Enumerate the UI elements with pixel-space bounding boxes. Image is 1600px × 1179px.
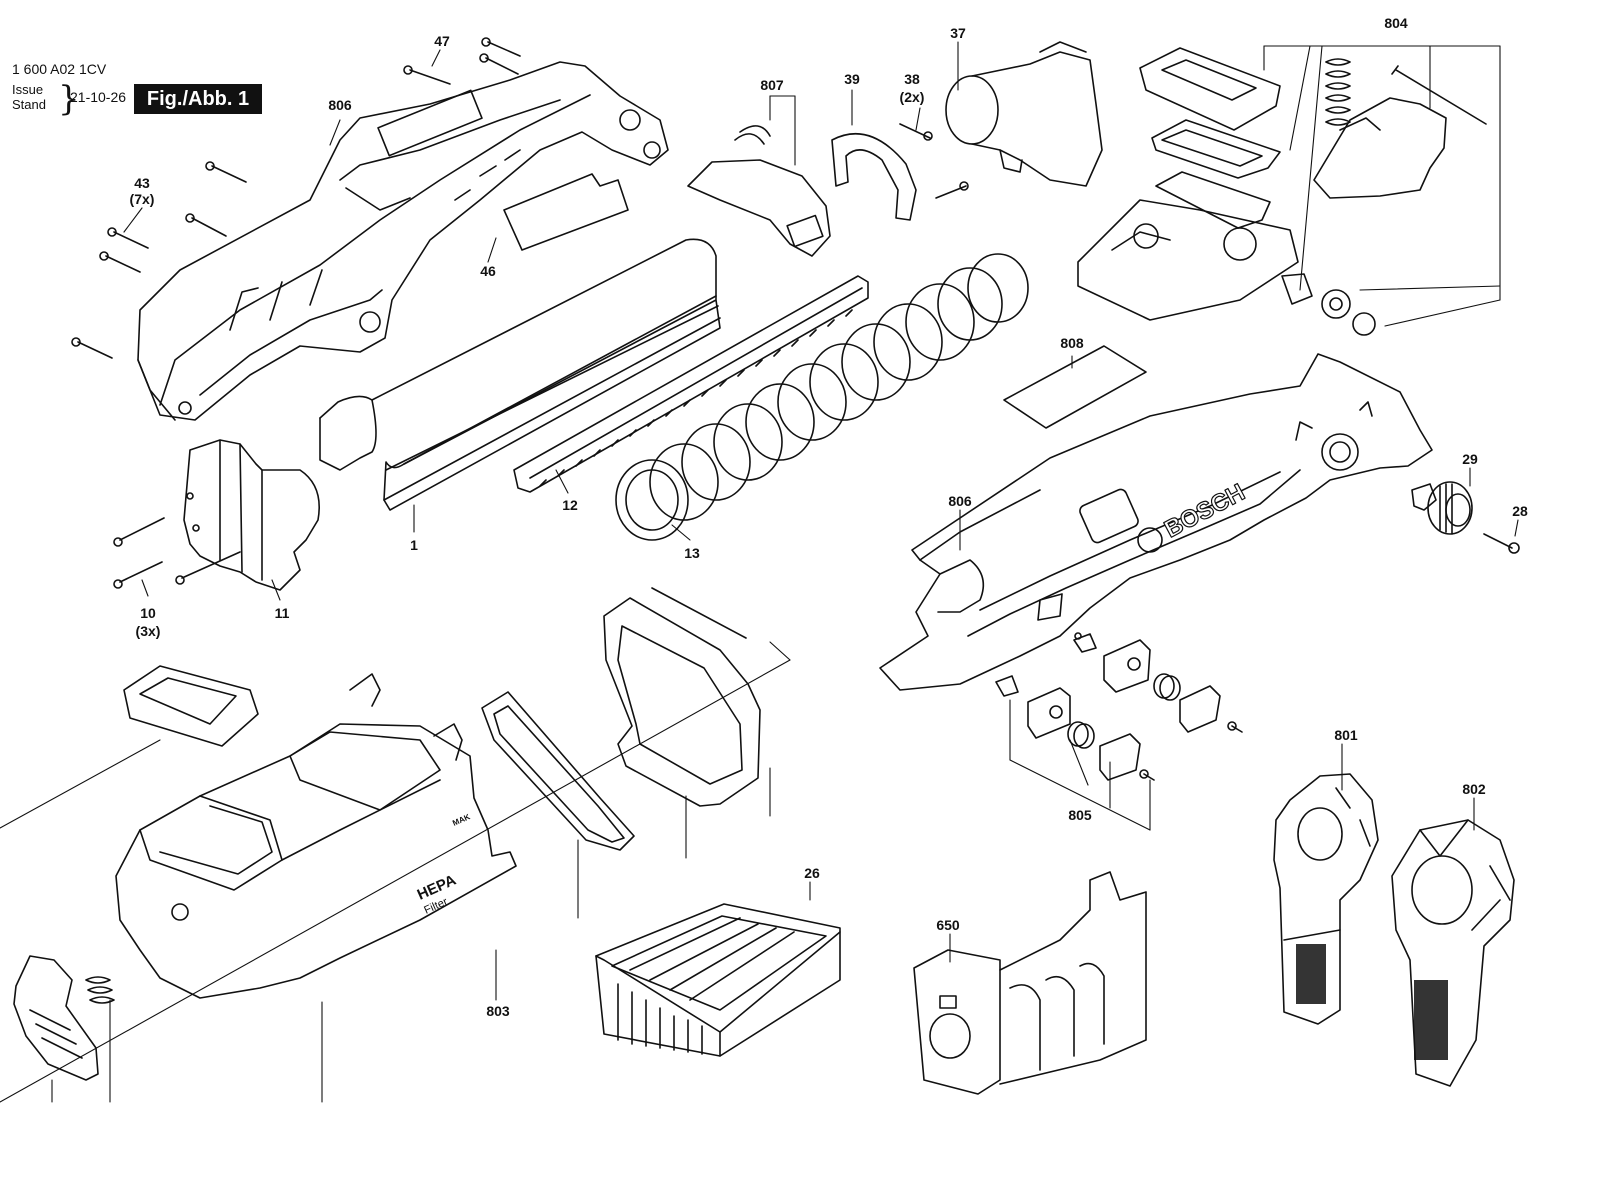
part-1-cover xyxy=(319,238,721,511)
callout-10: 10 xyxy=(140,605,156,621)
callout-43-qty: (7x) xyxy=(130,191,155,207)
part-26-hepa-filter xyxy=(595,903,841,1057)
part-12-rack xyxy=(513,275,869,493)
part-650-frame xyxy=(913,871,1147,1095)
figure-label: Fig./Abb. 1 xyxy=(134,84,262,114)
callout-43: 43 xyxy=(134,175,150,191)
callout-26: 26 xyxy=(804,865,820,881)
part-807-latch xyxy=(687,125,831,257)
screws-47-43 xyxy=(71,37,521,359)
callout-801: 801 xyxy=(1334,727,1358,743)
callout-13: 13 xyxy=(684,545,700,561)
callout-802: 802 xyxy=(1462,781,1486,797)
callout-38-qty: (2x) xyxy=(900,89,925,105)
callout-47: 47 xyxy=(434,33,450,49)
part-37-adapter xyxy=(945,41,1103,187)
callout-804: 804 xyxy=(1384,15,1408,31)
part-801-adapter xyxy=(1273,773,1379,1025)
callout-806-upper: 806 xyxy=(328,97,352,113)
callout-38: 38 xyxy=(904,71,920,87)
part-46-label xyxy=(503,173,629,251)
brace-icon: } xyxy=(58,79,80,119)
part-806-upper-housing xyxy=(137,61,669,421)
callout-11: 11 xyxy=(275,605,290,621)
part-803-latch-spring xyxy=(13,955,115,1081)
callout-28: 28 xyxy=(1512,503,1528,519)
callout-46: 46 xyxy=(480,263,496,279)
issue-date: 21-10-26 xyxy=(70,89,127,105)
callout-29: 29 xyxy=(1462,451,1478,467)
part-803-gasket-lid xyxy=(481,587,761,851)
stand-label: Stand xyxy=(12,97,46,112)
callout-650: 650 xyxy=(936,917,960,933)
callout-12: 12 xyxy=(562,497,578,513)
part-805-set xyxy=(995,632,1243,781)
part-802-adapter xyxy=(1391,819,1515,1087)
bosch-imprint: BOSCH xyxy=(1160,479,1249,544)
part-803-filter-box xyxy=(115,665,517,999)
leader-lines xyxy=(0,41,1519,1103)
callout-806-main: 806 xyxy=(948,493,972,509)
part-number: 1 600 A02 1CV xyxy=(12,61,107,77)
callout-37: 37 xyxy=(950,25,966,41)
callout-1: 1 xyxy=(410,537,418,553)
part-804-assembly xyxy=(1077,47,1487,336)
part-11-end-cap xyxy=(113,439,320,591)
make-imprint: MAK xyxy=(451,812,472,828)
callout-808: 808 xyxy=(1060,335,1084,351)
part-29-knob xyxy=(1411,481,1520,554)
callout-39: 39 xyxy=(844,71,860,87)
part-13-bellows xyxy=(615,253,1029,541)
part-808-label xyxy=(1003,345,1147,429)
callout-807: 807 xyxy=(760,77,784,93)
issue-label: Issue xyxy=(12,82,44,97)
callout-803: 803 xyxy=(486,1003,510,1019)
part-806-main-body xyxy=(879,353,1433,691)
callout-labels: 47 806 43 (7x) 46 807 39 38 (2x) 37 804 … xyxy=(130,15,1528,1019)
callout-805: 805 xyxy=(1068,807,1092,823)
part-39-clamp xyxy=(831,123,969,221)
callout-10-qty: (3x) xyxy=(136,623,161,639)
